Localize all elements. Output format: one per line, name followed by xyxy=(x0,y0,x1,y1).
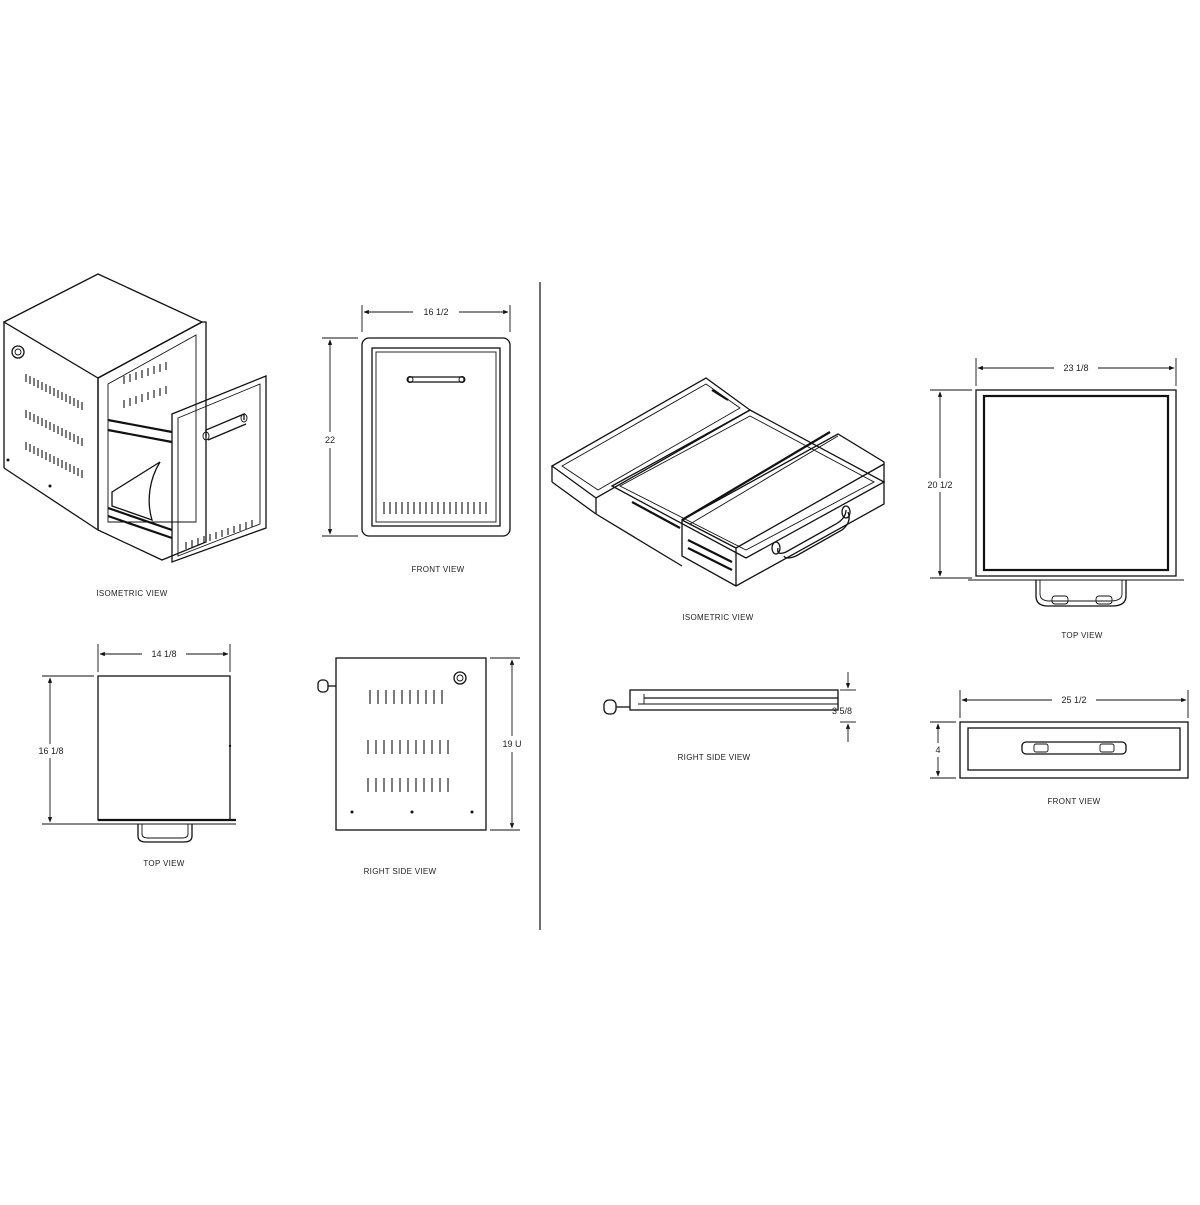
left-top-depth-dim: 16 1/8 xyxy=(38,746,63,756)
right-isometric-label: ISOMETRIC VIEW xyxy=(682,613,753,622)
right-side-label: RIGHT SIDE VIEW xyxy=(678,753,751,762)
left-front-view xyxy=(322,305,511,537)
left-side-label: RIGHT SIDE VIEW xyxy=(364,867,437,876)
side-vent-rows xyxy=(25,374,83,478)
right-front-height-dim: 4 xyxy=(935,745,940,755)
dim-mask xyxy=(413,306,459,318)
dim-mask xyxy=(502,736,522,752)
right-front-label: FRONT VIEW xyxy=(1047,797,1100,806)
dim-mask xyxy=(142,648,186,660)
right-isometric-view xyxy=(550,377,886,587)
right-front-width-dim: 25 1/2 xyxy=(1061,695,1086,705)
left-isometric-view xyxy=(2,273,267,563)
right-right-side-view xyxy=(603,672,856,742)
dim-mask xyxy=(322,432,338,448)
left-top-width-dim: 14 1/8 xyxy=(151,649,176,659)
right-top-view xyxy=(930,358,1184,607)
left-top-label: TOP VIEW xyxy=(143,859,184,868)
right-top-label: TOP VIEW xyxy=(1061,631,1102,640)
right-top-width-dim: 23 1/8 xyxy=(1063,363,1088,373)
left-front-label: FRONT VIEW xyxy=(411,565,464,574)
left-side-height-dim: 19 U xyxy=(502,739,521,749)
dim-mask xyxy=(920,478,960,492)
left-front-height-dim: 22 xyxy=(325,435,335,445)
dim-mask xyxy=(930,743,946,757)
left-front-width-dim: 16 1/2 xyxy=(423,307,448,317)
left-right-side-view xyxy=(317,657,520,831)
right-side-height-dim: 3 5/8 xyxy=(832,706,852,716)
left-top-view xyxy=(42,644,236,843)
dim-mask xyxy=(1054,362,1098,374)
left-isometric-label: ISOMETRIC VIEW xyxy=(96,589,167,598)
right-top-depth-dim: 20 1/2 xyxy=(927,480,952,490)
dim-mask xyxy=(32,744,70,758)
dim-mask xyxy=(1052,694,1096,706)
